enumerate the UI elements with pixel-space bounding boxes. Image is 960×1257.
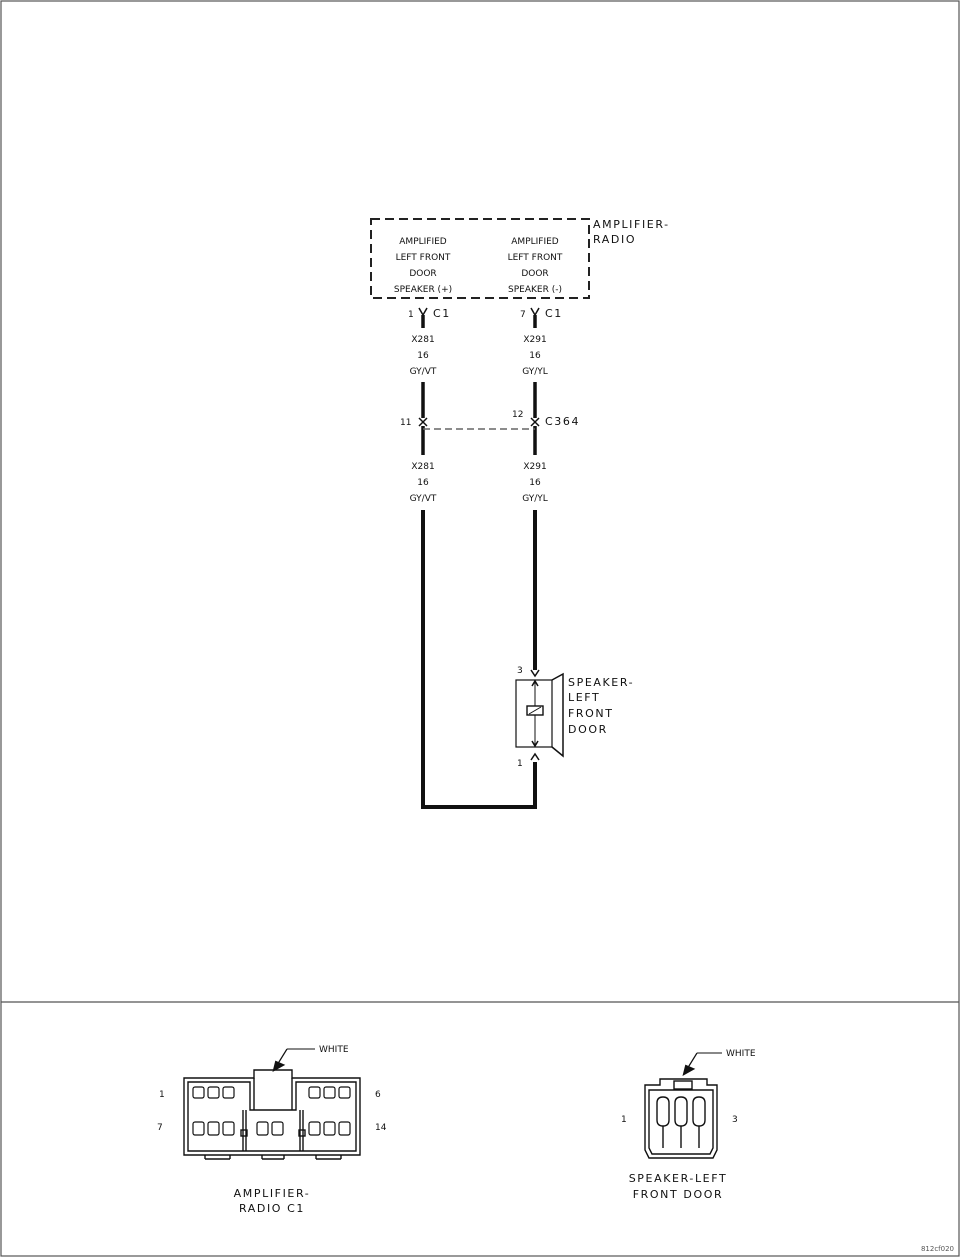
speaker-connector-housing [644,1078,718,1159]
speaker-connector-caption-2: FRONT DOOR [633,1188,724,1201]
speaker-connector-pin-3: 3 [732,1115,738,1125]
amplifier-radio-box [370,218,590,299]
radio-c1-caption-2: RADIO C1 [239,1202,305,1215]
left-block-line-2: LEFT FRONT [396,253,451,263]
left-block-line-1: AMPLIFIED [399,237,447,247]
amplifier-radio-c1-connector-view: WHITE 1 6 7 14 AMPLIFIER- RADIO C1 [157,1045,387,1215]
radio-c1-pin-14: 14 [375,1123,387,1133]
radio-c1-cavities [192,1086,351,1136]
c1-label-left: C1 [433,307,451,320]
speaker-title-2: LEFT [568,691,600,704]
speaker-symbol [515,669,564,761]
speaker-title-1: SPEAKER- [568,676,634,689]
speaker-connector-pin-1: 1 [621,1115,627,1125]
speaker-pin-3: 3 [517,666,523,676]
wire-left-color-lower: GY/VT [410,494,437,504]
c1-pin-7: 7 [520,310,526,320]
c364-connector-symbol [418,417,540,427]
left-speaker-minus-label: AMPLIFIED LEFT FRONT DOOR SPEAKER (-) [508,237,563,295]
speaker-connector-color-callout [682,1052,722,1076]
wire-right-color-upper: GY/YL [522,367,548,377]
right-block-line-3: DOOR [521,269,548,279]
c1-label-right: C1 [545,307,563,320]
radio-c1-caption-1: AMPLIFIER- [234,1187,311,1200]
left-block-line-4: SPEAKER (+) [394,285,452,295]
speaker-connector-color-label: WHITE [726,1049,756,1059]
radio-c1-pin-7: 7 [157,1123,163,1133]
wire-right-gauge-upper: 16 [529,351,541,361]
radio-c1-housing [183,1069,361,1160]
figure-id: 812cf020 [921,1245,954,1253]
wire-left-color-upper: GY/VT [410,367,437,377]
wire-right-circuit-upper: X291 [523,335,546,345]
radio-c1-color-label: WHITE [319,1045,349,1055]
speaker-title-4: DOOR [568,723,608,736]
wire-label-left-lower: X281 16 GY/VT [410,462,437,504]
radio-c1-pin-1: 1 [159,1090,165,1100]
wire-run-to-speaker [421,510,537,809]
speaker-pin-1: 1 [517,759,523,769]
c364-pin-11: 11 [400,418,411,428]
right-block-line-1: AMPLIFIED [511,237,559,247]
wire-left-circuit-lower: X281 [411,462,434,472]
amplifier-radio-title-1: AMPLIFIER- [593,218,670,231]
speaker-connector-caption-1: SPEAKER-LEFT [629,1172,728,1185]
speaker-title-3: FRONT [568,707,614,720]
amplifier-radio-title-2: RADIO [593,233,636,246]
wire-right-color-lower: GY/YL [522,494,548,504]
radio-c1-color-callout [272,1048,315,1072]
speaker-connector-view: WHITE 1 3 SPEAKER-LEFT FRONT DOOR [621,1049,756,1201]
c364-label: C364 [545,415,580,428]
c364-pin-12: 12 [512,410,523,420]
wire-label-right-upper: X291 16 GY/YL [522,335,548,377]
right-block-line-4: SPEAKER (-) [508,285,562,295]
left-block-line-3: DOOR [409,269,436,279]
c1-pin-1: 1 [408,310,414,320]
wire-left-gauge-lower: 16 [417,478,429,488]
left-speaker-plus-label: AMPLIFIED LEFT FRONT DOOR SPEAKER (+) [394,237,452,295]
right-block-line-2: LEFT FRONT [508,253,563,263]
wire-label-right-lower: X291 16 GY/YL [522,462,548,504]
wire-right-circuit-lower: X291 [523,462,546,472]
wire-right-gauge-lower: 16 [529,478,541,488]
wire-label-left-upper: X281 16 GY/VT [410,335,437,377]
wire-left-gauge-upper: 16 [417,351,429,361]
wire-left-circuit-upper: X281 [411,335,434,345]
radio-c1-pin-6: 6 [375,1090,381,1100]
wire-segments [421,315,537,455]
